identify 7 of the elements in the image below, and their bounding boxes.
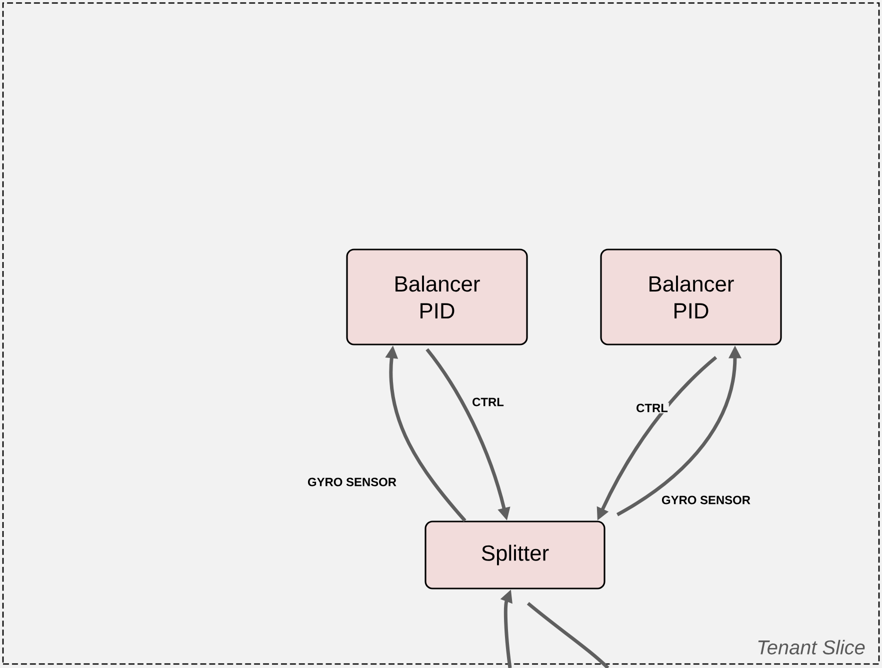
edge-label: GYRO SENSOR	[306, 476, 398, 488]
process-box: Balancer PID	[600, 248, 782, 346]
edge-label: CTRL	[471, 396, 505, 408]
edge-label: CTRL	[635, 402, 669, 414]
process-box: Balancer PID	[346, 248, 528, 346]
edge-label: GYRO SENSOR	[660, 494, 752, 506]
process-box: Splitter	[424, 520, 606, 590]
